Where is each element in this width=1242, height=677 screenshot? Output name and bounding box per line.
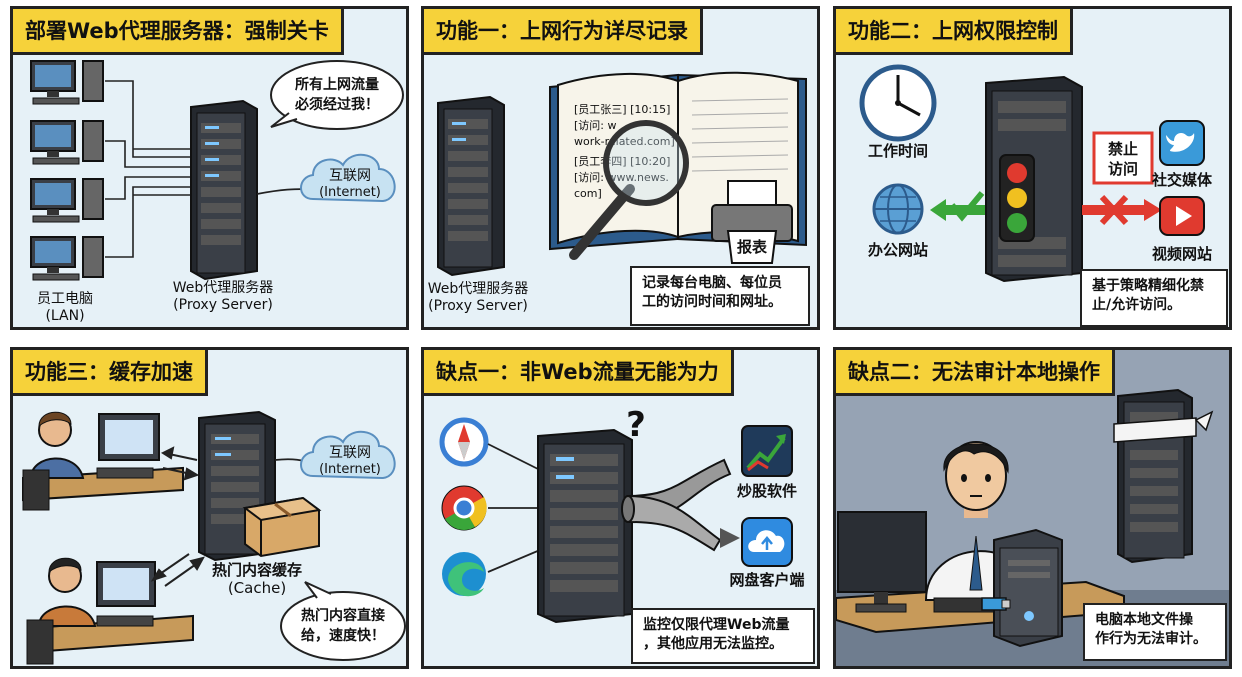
- stock-chart-icon: [741, 425, 793, 477]
- sign-line-2: 访问: [1108, 160, 1138, 178]
- traffic-light-icon: [999, 154, 1035, 242]
- cloud-label-line-1: 互联网: [329, 168, 371, 184]
- proxy-server-icon: [190, 99, 258, 281]
- magnifying-glass-icon: [569, 120, 689, 260]
- block-arrow: [1082, 194, 1162, 226]
- allow-arrow: [930, 191, 1004, 222]
- caption-line-2: ，其他应用无法监控。: [643, 635, 783, 652]
- cloud-label-line-1: 互联网: [329, 445, 371, 461]
- caption-line-2: 止/允许访问。: [1092, 296, 1182, 313]
- proxy-server-icon: [537, 428, 633, 624]
- video-label: 视频网站: [1152, 245, 1212, 263]
- user-at-desk-icon: [26, 557, 194, 665]
- caption-box: 基于策略精细化禁 止/允许访问。: [1080, 269, 1228, 327]
- proxy-server-icon: [1113, 388, 1214, 564]
- bubble-line-2: 必须经过我！: [294, 96, 379, 113]
- bypass-pipe: [621, 458, 740, 552]
- caption-line-1: 监控仅限代理Web流量: [643, 617, 790, 633]
- caption-line-1: 基于策略精细化禁: [1092, 278, 1204, 294]
- lan-wires: [105, 80, 191, 258]
- question-mark: ?: [626, 405, 646, 445]
- clock-icon: [859, 64, 937, 142]
- panel-caching: 互联网 (Internet) 热门内容缓存 (Cache) 热门内容直接 给，速…: [10, 347, 409, 669]
- client-label-line-2: (LAN): [45, 308, 84, 324]
- bubble-line-2: 给，速度快！: [301, 627, 385, 644]
- stock-label: 炒股软件: [737, 482, 797, 500]
- cloud-app-label: 网盘客户端: [729, 571, 804, 589]
- browser-links: [487, 443, 541, 573]
- log-line-2: [访问: w: [574, 119, 617, 132]
- edge-icon: [442, 552, 486, 597]
- server-label-line-2: (Proxy Server): [428, 298, 528, 314]
- employee-pc-3-icon: [30, 178, 104, 223]
- globe-icon: [872, 183, 924, 235]
- log-line-6: com]: [574, 187, 602, 200]
- report-label: 报表: [737, 238, 768, 256]
- panel-4-illustration: 互联网 (Internet) 热门内容缓存 (Cache) 热门内容直接 给，速…: [22, 410, 406, 665]
- allow-label: 办公网站: [868, 241, 928, 259]
- server-label-line-2: (Proxy Server): [173, 297, 273, 313]
- caption-line-1: 电脑本地文件操: [1095, 612, 1193, 628]
- cloud-label-line-2: (Internet): [319, 462, 381, 477]
- panel-5-illustration: ? 炒股软件 网盘客户端: [439, 405, 805, 624]
- chrome-icon: [441, 485, 487, 531]
- client-label-line-1: 员工电脑: [37, 291, 93, 307]
- panel-title: 功能二：上网权限控制: [836, 9, 1073, 55]
- cache-label-line-2: (Cache): [228, 579, 286, 597]
- proxy-server-icon: [437, 95, 505, 277]
- speech-bubble: 所有上网流量 必须经过我！: [270, 60, 404, 130]
- printer-icon: 报表: [711, 180, 793, 264]
- panel-3-illustration: 工作时间 办公网站: [859, 64, 1213, 283]
- employee-pc-4-icon: [30, 236, 104, 281]
- bubble-line-1: 所有上网流量: [295, 76, 379, 93]
- panel-local-audit: 电脑本地文件操 作行为无法审计。 缺点二：无法审计本地操作: [833, 347, 1232, 669]
- caption-line-2: 工的访问时间和网址。: [642, 293, 782, 310]
- pc-tower-icon: [993, 528, 1063, 648]
- log-line-4: [员工李四] [10:20]: [574, 154, 670, 168]
- panel-proxy-deployment: 互联网 (Internet) 所有上网流量 必须经过我！ Web代理服务器 (P…: [10, 6, 409, 330]
- caption-line-2: 作行为无法审计。: [1095, 630, 1207, 647]
- server-label-line-1: Web代理服务器: [428, 281, 529, 297]
- usb-drive-icon: [981, 597, 1011, 611]
- caption-box: 电脑本地文件操 作行为无法审计。: [1083, 603, 1227, 661]
- video-play-icon: [1159, 196, 1205, 236]
- panel-title: 缺点二：无法审计本地操作: [836, 350, 1115, 396]
- forbidden-sign: 禁止 访问: [1092, 131, 1154, 185]
- internet-cloud-icon: 互联网 (Internet): [300, 154, 396, 203]
- panel-title: 部署Web代理服务器：强制关卡: [13, 9, 344, 55]
- panel-logging: Web代理服务器 (Proxy Server) [员工张三] [10:15] […: [421, 6, 820, 330]
- monitor-icon: [837, 511, 927, 613]
- proxy-server-icon: [198, 410, 276, 562]
- caption-box: 监控仅限代理Web流量 ，其他应用无法监控。: [631, 608, 815, 664]
- employee-pc-2-icon: [30, 120, 104, 165]
- log-line-1: [员工张三] [10:15]: [574, 103, 670, 116]
- caption-box: 记录每台电脑、每位员 工的访问时间和网址。: [630, 266, 810, 326]
- cache-label-line-1: 热门内容缓存: [212, 561, 302, 579]
- clock-label: 工作时间: [868, 142, 928, 160]
- sign-line-1: 禁止: [1108, 140, 1138, 158]
- cloud-upload-icon: [741, 517, 793, 567]
- panel-title: 功能三：缓存加速: [13, 350, 208, 396]
- server-label-line-1: Web代理服务器: [173, 280, 274, 296]
- panel-1-illustration: 互联网 (Internet) 所有上网流量 必须经过我！ Web代理服务器 (P…: [30, 60, 404, 324]
- social-label: 社交媒体: [1151, 171, 1213, 189]
- caption-line-1: 记录每台电脑、每位员: [642, 275, 782, 291]
- log-line-3: work-related.com]: [574, 135, 675, 148]
- bubble-line-1: 热门内容直接: [301, 607, 385, 624]
- internet-cloud-icon: 互联网 (Internet): [300, 431, 396, 480]
- user-at-desk-icon: [22, 411, 184, 511]
- panel-title: 缺点一：非Web流量无能为力: [424, 350, 734, 396]
- speech-bubble: 热门内容直接 给，速度快！: [280, 581, 406, 661]
- panel-access-control: 工作时间 办公网站: [833, 6, 1232, 330]
- panel-non-web-traffic: ? 炒股软件 网盘客户端 监控仅限代理Web流量 ，其他应用无法监控。 缺点一：…: [421, 347, 820, 669]
- request-arrows: [150, 446, 205, 587]
- safari-compass-icon: [439, 417, 489, 467]
- employee-pc-1-icon: [30, 60, 104, 105]
- log-line-5: [访问: www.news.: [574, 171, 669, 184]
- cache-box-icon: [242, 496, 322, 558]
- bird-icon: [1159, 120, 1205, 166]
- panel-2-illustration: Web代理服务器 (Proxy Server) [员工张三] [10:15] […: [428, 71, 807, 314]
- cloud-label-line-2: (Internet): [319, 185, 381, 200]
- panel-title: 功能一：上网行为详尽记录: [424, 9, 703, 55]
